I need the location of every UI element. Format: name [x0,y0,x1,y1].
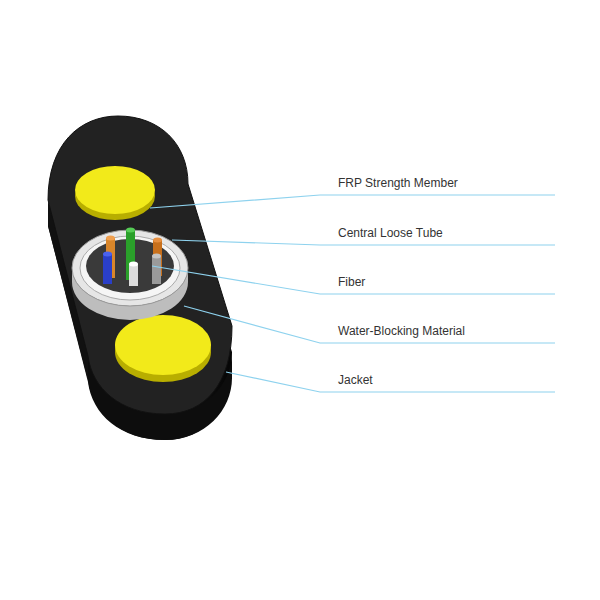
frp-member [115,315,211,375]
part-label: Water-Blocking Material [338,324,465,338]
frp-member [75,166,155,214]
fibers [103,228,162,287]
part-label: Jacket [338,373,373,387]
label-holder: Central Loose Tube [338,226,443,240]
label-holder: Fiber [338,275,365,289]
leader-lines [150,195,555,392]
label-holder: FRP Strength Member [338,176,458,190]
part-label: Fiber [338,275,365,289]
part-label: Central Loose Tube [338,226,443,240]
part-label: FRP Strength Member [338,176,458,190]
label-holder: Water-Blocking Material [338,324,465,338]
loose-tube [72,230,188,306]
jacket-top [48,116,232,414]
label-holder: Jacket [338,373,373,387]
